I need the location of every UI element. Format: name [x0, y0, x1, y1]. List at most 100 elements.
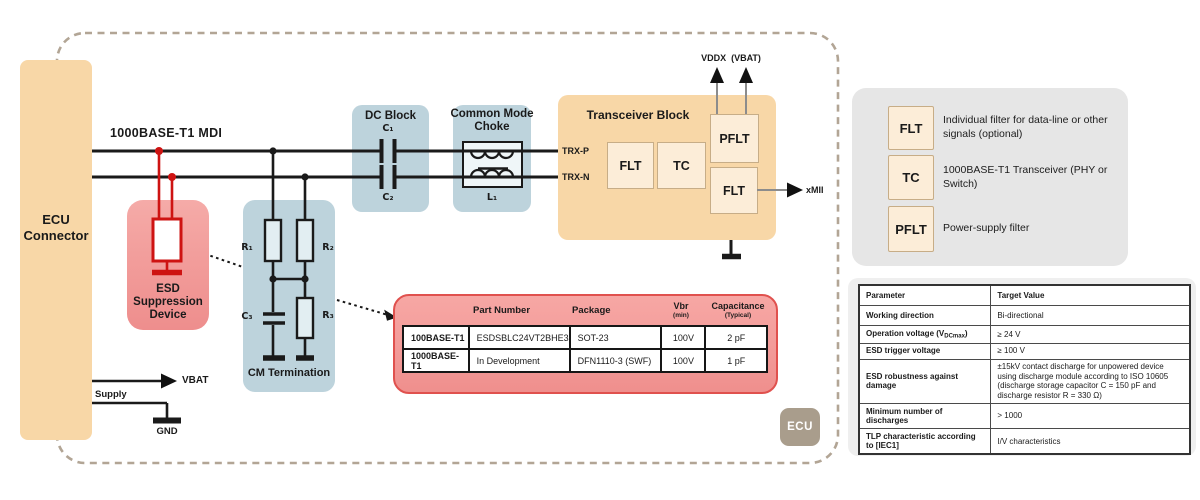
table-row: Working direction Bi-directional — [858, 305, 1191, 326]
dc-block-capacitor-symbols — [379, 139, 397, 189]
tc-box: TC — [657, 142, 706, 189]
flt-legend-text: Individual filter for data-line or other… — [943, 114, 1108, 140]
supply-wiring — [92, 373, 181, 424]
vddx-label: VDDX — [701, 53, 727, 63]
package-cell: SOT-23 — [568, 325, 663, 350]
vbat-label: VBAT — [182, 375, 209, 386]
choke-core-box — [462, 141, 523, 188]
power-and-output-arrows — [710, 67, 803, 260]
part-number-cell: ESDSBLC24VT2BHE3 — [467, 325, 571, 350]
table-row: 1000BASE-T1 In Development DFN1110-3 (SW… — [402, 348, 768, 373]
pflt-legend-text: Power-supply filter — [943, 222, 1030, 235]
param-subscript: DCmax — [944, 333, 965, 339]
param-cell: Working direction — [858, 305, 992, 326]
pflt-box: PFLT — [710, 114, 759, 163]
capacitance-header: Capacitance (Typical) — [707, 301, 769, 319]
vbr-header-sub: (min) — [673, 312, 689, 319]
transceiver-block: Transceiver Block FLT TC PFLT FLT — [558, 95, 776, 240]
cm-termination-label: CM Termination — [247, 367, 331, 379]
capacitor-c3 — [263, 312, 285, 325]
part-number-header: Part Number — [473, 305, 531, 316]
c3-label: C₃ — [241, 311, 253, 322]
table-row: 100BASE-T1 ESDSBLC24VT2BHE3 SOT-23 100V … — [402, 325, 768, 350]
esd-device-label: ESD Suppression Device — [133, 283, 203, 322]
vddx-vbat-label: VDDX (VBAT) — [666, 53, 796, 63]
legend-item-pflt: PFLT Power-supply filter — [888, 206, 1120, 252]
capacitance-cell: 2 pF — [704, 325, 768, 350]
capacitance-header-sub: (Typical) — [724, 312, 752, 319]
value-cell: I/V characteristics — [990, 428, 1191, 455]
capacitance-cell: 1 pF — [704, 348, 768, 373]
supply-label: Supply — [95, 389, 127, 400]
legend-item-flt: FLT Individual filter for data-line or o… — [888, 106, 1120, 150]
table-row: Operation voltage (VDCmax) ≥ 24 V — [858, 325, 1191, 344]
choke-label: Common Mode Choke — [450, 108, 534, 133]
r3-label: R₃ — [322, 310, 334, 321]
flt-legend-icon: FLT — [888, 106, 934, 150]
vbr-header-text: Vbr — [673, 301, 689, 311]
package-cell: DFN1110-3 (SWF) — [568, 348, 663, 373]
part-number-cell: In Development — [467, 348, 571, 373]
resistor-r1 — [263, 218, 283, 263]
tc-legend-icon: TC — [888, 155, 934, 200]
l1-label: L₁ — [486, 192, 498, 203]
gnd-label: GND — [156, 426, 178, 437]
c1-label: C₁ — [382, 123, 394, 134]
table-row: TLP characteristic according to [IEC1] I… — [858, 428, 1191, 455]
parameter-table: Parameter Target Value Working direction… — [858, 284, 1191, 456]
r1-label: R₁ — [241, 242, 253, 253]
c2-label: C₂ — [382, 192, 394, 203]
flt-box-2: FLT — [710, 167, 758, 214]
table-row: Minimum number of discharges > 1000 — [858, 403, 1191, 430]
legend-item-tc: TC 1000BASE-T1 Transceiver (PHY or Switc… — [888, 155, 1120, 200]
standard-cell: 100BASE-T1 — [402, 325, 470, 350]
dc-block — [352, 105, 429, 212]
vbr-cell: 100V — [660, 325, 707, 350]
vddx-arrowhead — [710, 67, 724, 83]
param-text: ) — [964, 328, 968, 338]
tc-legend-text: 1000BASE-T1 Transceiver (PHY or Switch) — [943, 163, 1108, 190]
resistor-r2 — [295, 218, 315, 263]
cm-termination-block — [243, 200, 335, 392]
vbr-cell: 100V — [660, 348, 707, 373]
mdi-lines — [92, 149, 558, 179]
value-cell: ±15kV contact discharge for unpowered de… — [990, 358, 1191, 405]
param-text: Operation voltage (V — [866, 328, 945, 338]
cm-termination-symbols — [263, 147, 315, 361]
xmii-label: xMII — [806, 185, 824, 195]
ecu-badge: ECU — [780, 408, 820, 446]
vbat-arrowhead — [739, 67, 753, 83]
vbat-paren-label: (VBAT) — [731, 53, 761, 63]
part-table-panel: Part Number Package Vbr (min) Capacitanc… — [393, 294, 778, 394]
value-cell: Bi-directional — [990, 305, 1191, 326]
capacitance-header-text: Capacitance — [711, 301, 765, 311]
xmii-arrowhead — [787, 182, 803, 198]
ecu-connector-label: ECU Connector — [23, 212, 89, 243]
ecu-connector-block: ECU Connector — [20, 60, 92, 440]
transceiver-title: Transceiver Block — [586, 108, 690, 122]
package-header: Package — [572, 305, 611, 316]
param-cell: ESD robustness against damage — [858, 358, 992, 405]
dc-block-label: DC Block — [364, 110, 417, 122]
parameter-table-panel: Parameter Target Value Working direction… — [848, 278, 1196, 456]
trx-p-label: TRX-P — [562, 146, 589, 156]
table-row: ESD robustness against damage ±15kV cont… — [858, 358, 1191, 405]
trx-n-label: TRX-N — [562, 172, 590, 182]
mdi-label: 1000BASE-T1 MDI — [110, 126, 223, 140]
legend-panel: FLT Individual filter for data-line or o… — [852, 88, 1128, 266]
vbr-header: Vbr (min) — [661, 301, 701, 319]
part-table: 100BASE-T1 ESDSBLC24VT2BHE3 SOT-23 100V … — [402, 325, 768, 373]
esd-device-symbol — [151, 147, 183, 276]
value-cell: > 1000 — [990, 403, 1191, 430]
standard-cell: 1000BASE-T1 — [402, 348, 470, 373]
r2-label: R₂ — [322, 242, 334, 253]
vbat-out-arrowhead — [161, 373, 177, 389]
param-cell: Minimum number of discharges — [858, 403, 992, 430]
flt-box-1: FLT — [607, 142, 654, 189]
choke-winding-symbols — [469, 150, 515, 178]
resistor-r3 — [295, 296, 315, 340]
table-row: Parameter Target Value — [858, 284, 1191, 306]
param-cell: TLP characteristic according to [IEC1] — [858, 428, 992, 455]
